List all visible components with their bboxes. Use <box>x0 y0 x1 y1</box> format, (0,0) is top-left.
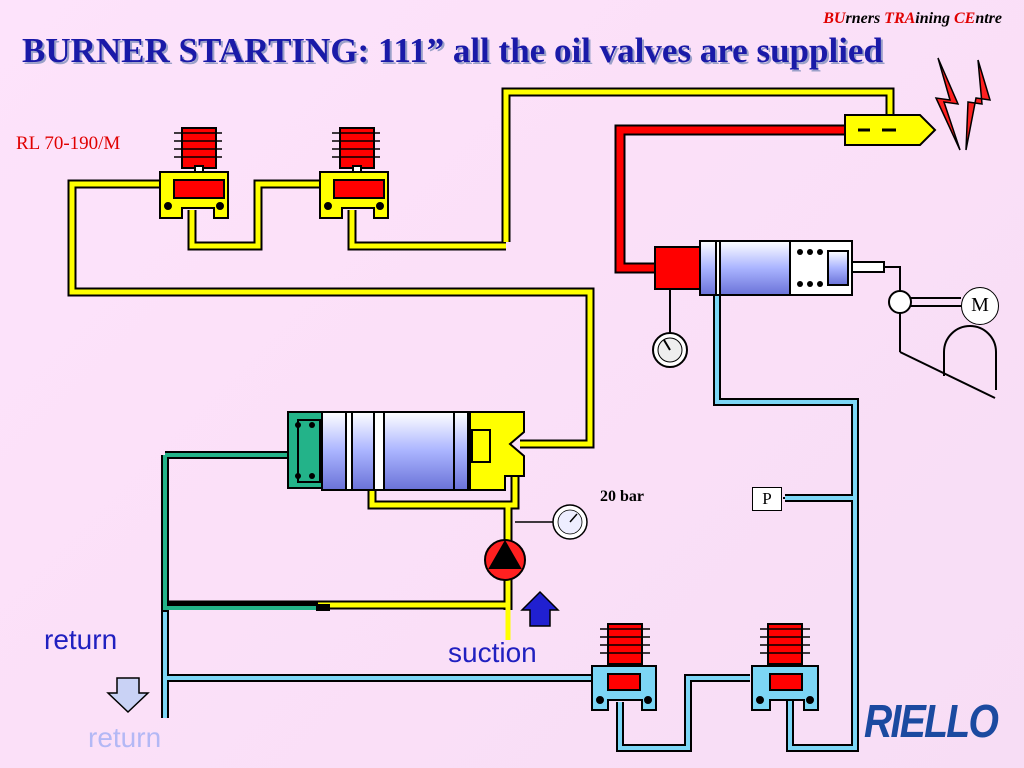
pump-regulator <box>287 411 525 491</box>
suction-arrow-icon <box>520 590 560 627</box>
pressure-switch: P <box>752 487 782 511</box>
return-arrow-icon <box>106 677 150 714</box>
pump-pressure-gauge-icon <box>515 504 588 540</box>
model-label: RL 70-190/M <box>16 133 121 154</box>
suction-label: suction <box>448 637 537 668</box>
ignition-spark-icon <box>934 57 992 151</box>
actuator-line <box>614 124 845 274</box>
nozzle <box>844 114 937 146</box>
solenoid-valve-4 <box>751 623 819 711</box>
solenoid-valve-2 <box>319 127 389 219</box>
page-title: BURNER STARTING: 111” all the oil valves… <box>22 31 883 70</box>
pump-return-line <box>163 453 330 611</box>
motor-icon: M <box>961 287 999 325</box>
riello-logo: RIELLO <box>864 695 999 747</box>
supply-line <box>69 89 893 640</box>
solenoid-valve-1 <box>159 127 229 219</box>
pressure-label: 20 bar <box>600 488 644 505</box>
damper-actuator <box>654 240 997 399</box>
pressure-gauge-icon <box>652 290 688 368</box>
return-label-bottom: return <box>88 722 162 753</box>
return-label-top: return <box>44 624 118 655</box>
solenoid-valve-3 <box>591 623 657 711</box>
brand-tag: BUrners TRAining CEntre <box>823 10 1002 27</box>
pump-symbol <box>484 539 526 581</box>
